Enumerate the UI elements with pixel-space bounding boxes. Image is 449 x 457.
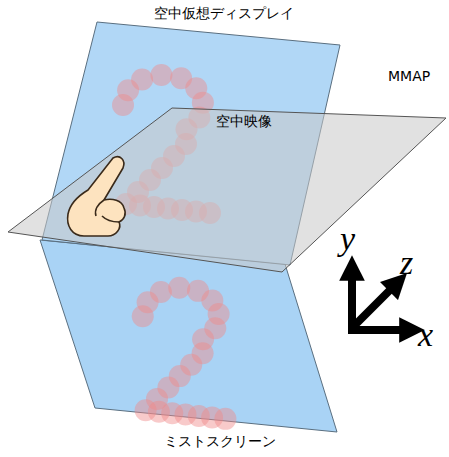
blob	[150, 64, 172, 86]
hand	[68, 157, 126, 236]
blob	[214, 408, 236, 430]
mist-screen	[40, 240, 337, 432]
screen-label: ミストスクリーン	[164, 433, 276, 450]
image-label: 空中映像	[216, 113, 272, 130]
blob	[150, 281, 172, 303]
blob	[168, 277, 190, 299]
plate-label: MMAP	[388, 68, 430, 85]
image-blobs	[132, 277, 237, 430]
mmap-plate	[8, 108, 446, 272]
axis-label: z	[400, 246, 413, 280]
axis-label: x	[418, 318, 433, 352]
display-label: 空中仮想ディスプレイ	[154, 5, 294, 22]
axis-label: y	[340, 222, 355, 256]
blob	[131, 68, 153, 90]
